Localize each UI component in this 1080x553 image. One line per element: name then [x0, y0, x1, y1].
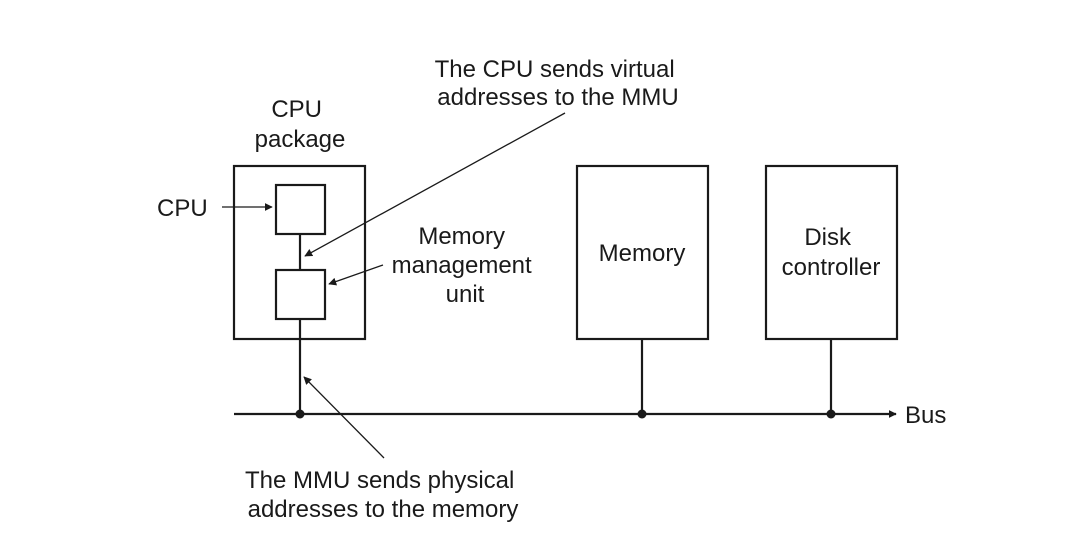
disk-controller-box: [764, 164, 899, 341]
mmu-arrow-icon: [328, 264, 384, 286]
physical-address-note-line-2: addresses to the memory: [248, 496, 519, 523]
physical-address-note: The MMU sends physical addresses to the …: [245, 467, 521, 523]
physical-address-arrow-icon: [303, 376, 385, 459]
disk-controller-label: Disk controller: [782, 224, 881, 281]
physical-address-note-line-1: The MMU sends physical: [245, 467, 514, 494]
bus-label: Bus: [905, 402, 946, 429]
disk-controller-module: Disk controller: [764, 164, 899, 419]
cpu-chip-box: [274, 183, 327, 236]
cpu-package-label-line-1: CPU: [271, 96, 322, 123]
mmu-label: Memory management unit: [392, 223, 539, 308]
mmu-label-line-1: Memory: [418, 223, 505, 250]
virtual-address-note-line-1: The CPU sends virtual: [435, 56, 675, 83]
virtual-address-note-line-2: addresses to the MMU: [437, 84, 678, 111]
memory-label: Memory: [599, 240, 686, 267]
virtual-address-note: The CPU sends virtual addresses to the M…: [435, 56, 682, 111]
cpu-package-label-line-2: package: [255, 126, 346, 153]
cpu-package: CPU package: [232, 96, 367, 341]
virtual-address-arrow-icon: [304, 112, 566, 257]
disk-controller-bus-junction-dot: [826, 409, 836, 419]
memory-bus-junction-dot: [637, 409, 647, 419]
mmu-label-line-2: management: [392, 252, 532, 279]
mmu-bus-junction-dot: [295, 409, 305, 419]
mmu-chip-box: [274, 268, 327, 321]
cpu-label: CPU: [157, 195, 208, 222]
cpu-package-label: CPU package: [255, 96, 346, 153]
disk-controller-label-line-1: Disk: [804, 224, 852, 251]
disk-controller-label-line-2: controller: [782, 254, 881, 281]
memory-module: Memory: [575, 164, 710, 419]
mmu-label-line-3: unit: [446, 281, 485, 308]
